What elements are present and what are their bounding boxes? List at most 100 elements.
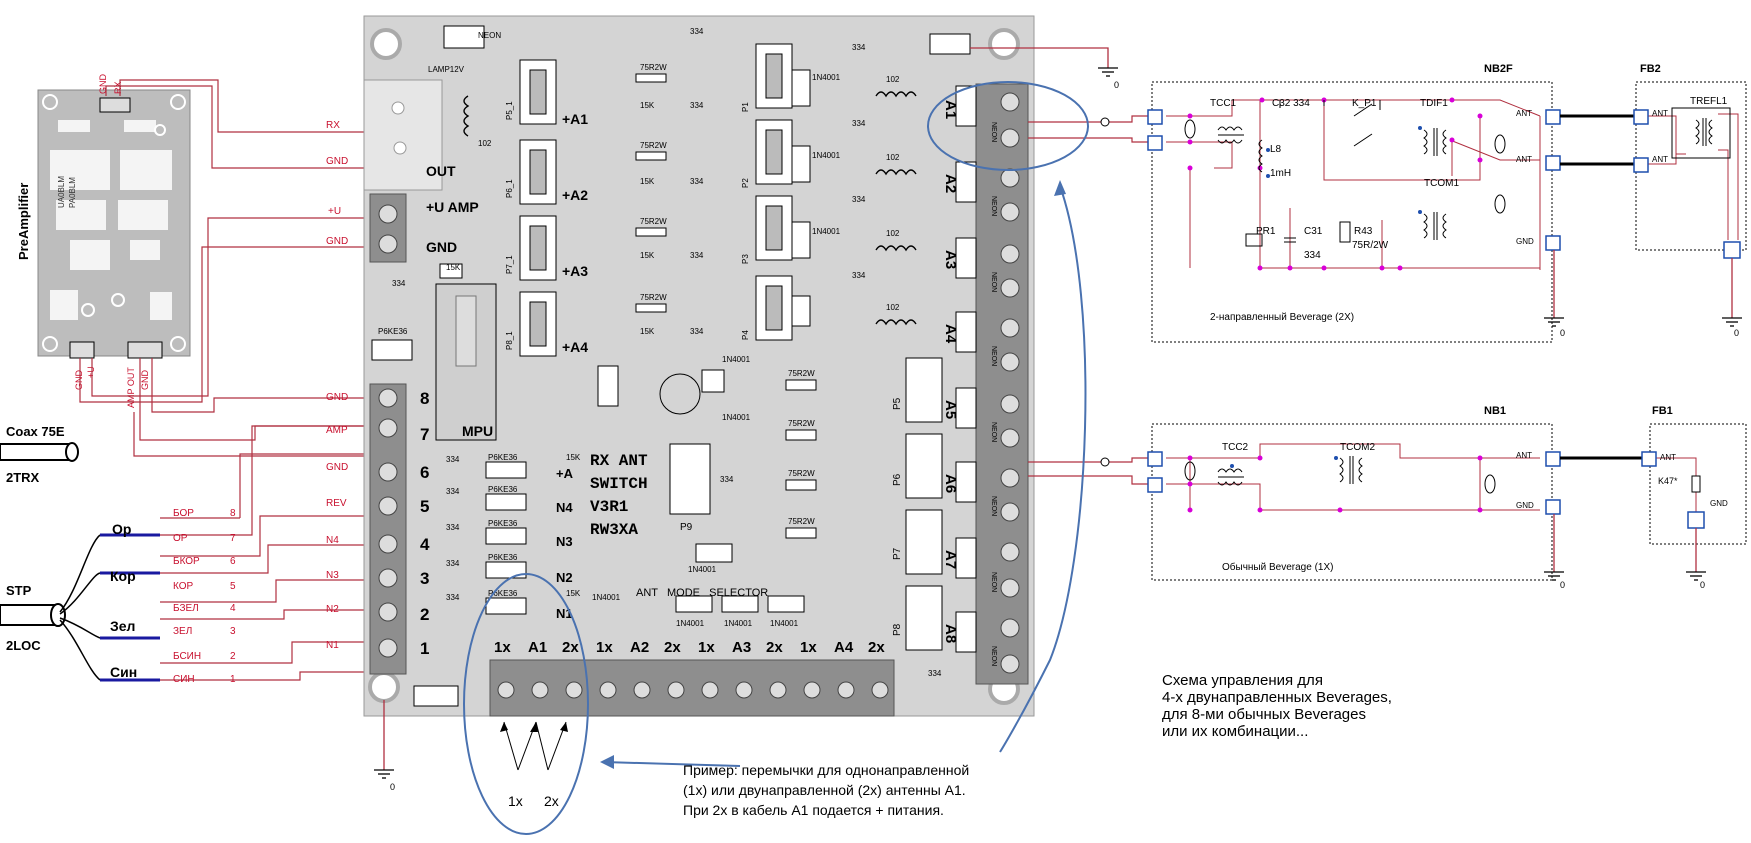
ground-label: 0 — [1114, 80, 1119, 90]
nb2f-port: ANT — [1516, 109, 1532, 118]
resistor-label: 75R2W — [788, 469, 815, 478]
stp-wire-labels: БОР 8 ОР 7 БКОР 6 КОР 5 БЗЕЛ 4 ЗЕЛ 3 БСИ… — [173, 508, 236, 685]
stp-wire-name: БСИН — [173, 651, 201, 662]
diode-label: 1N4001 — [770, 619, 799, 628]
board-title-line: V3R1 — [590, 498, 628, 516]
stp-wire-num: 7 — [230, 533, 236, 544]
ground-label: 0 — [1734, 328, 1739, 338]
fb1-title: FB1 — [1652, 405, 1673, 417]
stp-wire-num: 4 — [230, 603, 236, 614]
neon-label: NEON — [990, 122, 997, 142]
jumper-mode-label: A2 — [630, 639, 649, 656]
stp-pair-label: Зел — [110, 618, 135, 634]
resistor-label: 75R2W — [788, 419, 815, 428]
capacitor-label: 334 — [928, 669, 942, 678]
tvs-label: P6KE36 — [488, 453, 518, 462]
capacitor-label: 334 — [690, 177, 704, 186]
stp-wire-num: 2 — [230, 651, 236, 662]
preamp-pin-label: GND — [140, 370, 150, 391]
wire-label: GND — [326, 462, 348, 473]
jumper-mode-label: 1x — [494, 639, 511, 656]
stp-wire-name: СИН — [173, 674, 195, 685]
resistor-label: 75R2W — [640, 293, 667, 302]
stp-pair-label: Кор — [110, 568, 136, 584]
antenna-label: A6 — [942, 474, 959, 493]
relay-label: P6 — [892, 473, 903, 486]
jumper-mode-label: 1x — [698, 639, 715, 656]
scheme-note-line: 4-х двунаправленных Beverages, — [1162, 689, 1392, 706]
scheme-note-line: или их комбинации... — [1162, 723, 1309, 740]
out-label: OUT — [426, 163, 456, 179]
tvs-label: P6KE36 — [378, 327, 408, 336]
nb2f-box — [1147, 81, 1561, 343]
tvs-label: P6KE36 — [488, 485, 518, 494]
fb1-part: K47* — [1658, 476, 1678, 486]
main-board — [363, 15, 1035, 717]
scheme-note-line: для 8-ми обычных Beverages — [1162, 706, 1366, 723]
preamp-pin-label: +U — [86, 366, 96, 378]
stp-wire-num: 6 — [230, 556, 236, 567]
coax-label: Coax 75E — [6, 424, 65, 439]
resistor-15k-label: 15K — [640, 177, 655, 186]
jumper-label-1x: 1x — [508, 793, 523, 809]
board-title-line: RW3XA — [590, 521, 638, 539]
diode-label: 1N4001 — [724, 619, 753, 628]
nb2f-caption: 2-направленный Beverage (2X) — [1210, 312, 1354, 323]
nb2f-part: 1mH — [1270, 168, 1291, 179]
board-title-line: RX ANT — [590, 452, 648, 470]
wire-label: GND — [326, 156, 348, 167]
jumper-mode-label: 2x — [664, 639, 681, 656]
jumper-label-2x: 2x — [544, 793, 559, 809]
n-label: N4 — [556, 500, 573, 515]
stp-wire-num: 5 — [230, 581, 236, 592]
preamp-pin-label: GND — [98, 74, 108, 95]
neon-label: NEON — [990, 272, 997, 292]
nb2f-part: K_P1 — [1352, 98, 1377, 109]
stp-wire-name: ЗЕЛ — [173, 626, 192, 637]
stp-wire-name: БКОР — [173, 556, 200, 567]
capacitor-label: 334 — [852, 195, 866, 204]
wire-label: GND — [326, 236, 348, 247]
wire-label: +U — [328, 206, 341, 217]
example-note-line: При 2x в кабель A1 подается + питания. — [683, 802, 944, 818]
neon-label: NEON — [990, 196, 997, 216]
neon-label: NEON — [990, 572, 997, 592]
nb1-title: NB1 — [1484, 405, 1506, 417]
diode-label: 1N4001 — [722, 413, 751, 422]
lamp-label: LAMP12V — [428, 65, 465, 74]
nb2f-part: C31 — [1304, 226, 1323, 237]
relay-label: P2 — [741, 178, 750, 188]
fb1-port: GND — [1710, 499, 1728, 508]
relay-label: P5 — [892, 397, 903, 410]
ground-label: 0 — [390, 782, 395, 792]
n-label: +A — [556, 466, 574, 481]
nb2f-part: TCOM1 — [1424, 178, 1459, 189]
wire-label: REV — [326, 498, 347, 509]
stp-wire-name: КОР — [173, 581, 193, 592]
stp-wire-num: 8 — [230, 508, 236, 519]
fb2-box — [1633, 81, 1747, 259]
fb2-port: ANT — [1652, 155, 1668, 164]
fb2-port: ANT — [1652, 109, 1668, 118]
preamp-pin-label: GND — [74, 370, 84, 391]
stp-wire-name: БЗЕЛ — [173, 603, 199, 614]
preamp-wires — [79, 79, 380, 457]
jumper-mode-label: 2x — [868, 639, 885, 656]
nb2f-part: R43 — [1354, 226, 1373, 237]
plus-a-label: +A4 — [562, 339, 588, 355]
antenna-label: A1 — [942, 100, 959, 119]
relay-label: P6_1 — [505, 179, 514, 198]
fb1-box — [1641, 423, 1747, 545]
n-label: N2 — [556, 570, 573, 585]
nb2f-part: L8 — [1270, 144, 1282, 155]
diode-label: 1N4001 — [592, 593, 621, 602]
preamp-pin-label: AMP OUT — [126, 367, 136, 408]
jumper-mode-label: 2x — [766, 639, 783, 656]
terminal-number: 8 — [420, 389, 429, 408]
jumper-mode-label: 2x — [562, 639, 579, 656]
scheme-note-line: Схема управления для — [1162, 672, 1323, 689]
wire-label: RX — [326, 120, 340, 131]
p9-label: P9 — [680, 522, 693, 533]
nb2f-port: GND — [1516, 237, 1534, 246]
coil-label: 102 — [478, 139, 492, 148]
